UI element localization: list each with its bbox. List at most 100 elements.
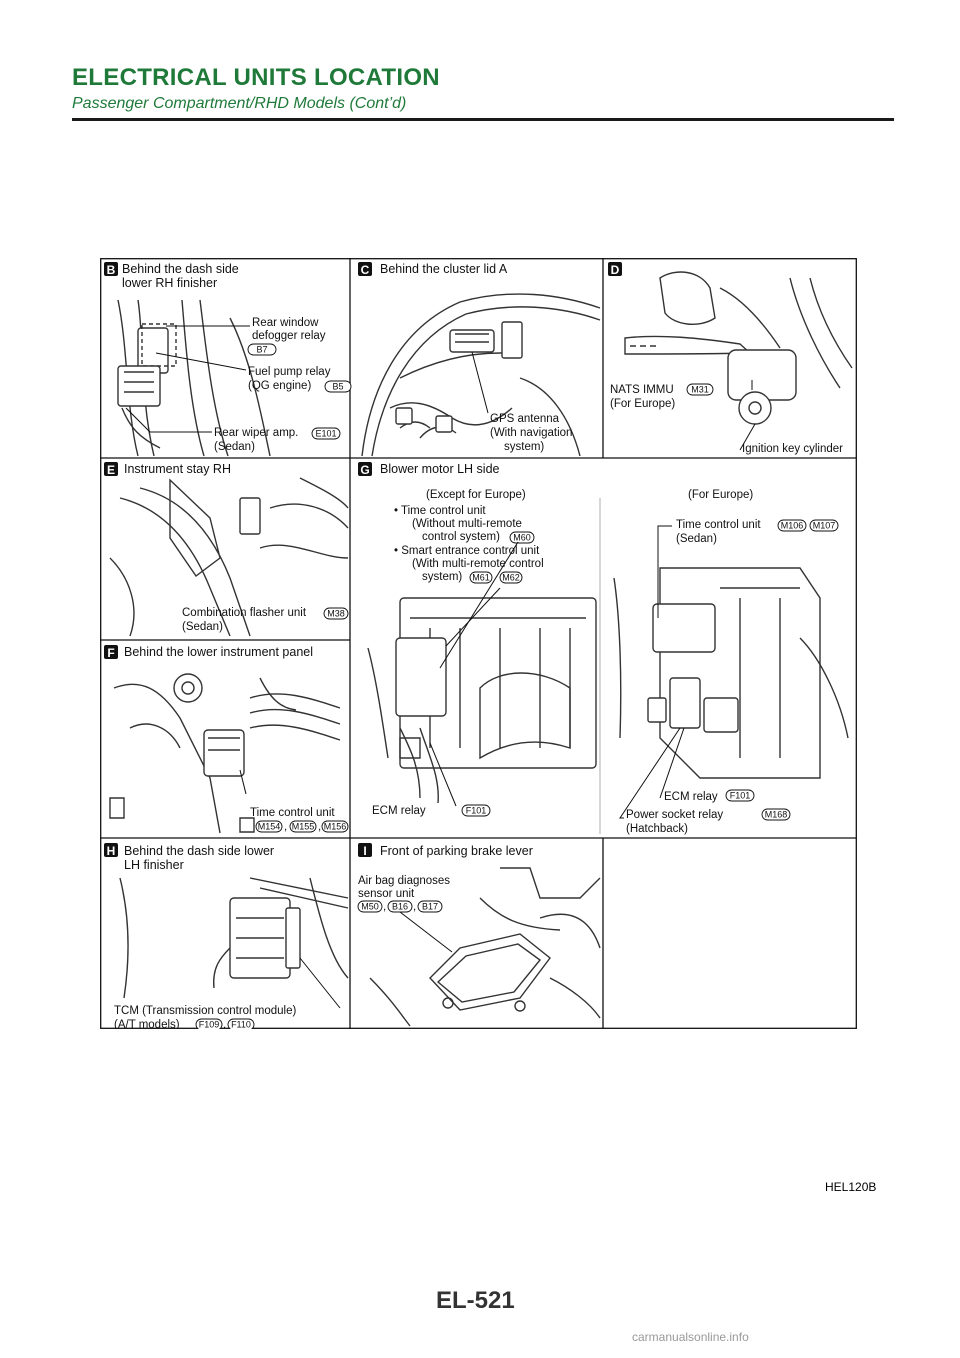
connector-id: B7: [256, 345, 267, 355]
separator: ,: [223, 1019, 226, 1029]
connector-id: M38: [327, 609, 345, 619]
connector-id: M31: [691, 385, 709, 395]
label-line: defogger relay: [252, 330, 326, 342]
panel-letter-badge: [358, 843, 372, 857]
leader-line: [659, 727, 685, 799]
label-line: sensor unit: [358, 888, 415, 900]
connector-badge: [417, 900, 443, 913]
label-line: (With navigation: [490, 427, 572, 439]
connector-id: F110: [231, 1020, 251, 1030]
label-line: Rear wiper amp.: [214, 427, 298, 439]
panel-letter: I: [363, 844, 366, 858]
panel-letter-badge: [104, 462, 118, 476]
panel-letter-badge: [608, 262, 622, 276]
panel-letter: F: [107, 646, 114, 660]
label-line: (Sedan): [182, 621, 223, 633]
label-line: Air bag diagnoses: [358, 875, 450, 887]
blower-right-drawing: [613, 567, 849, 779]
connector-badge: [761, 808, 791, 821]
panel-letter-badge: [104, 262, 118, 276]
panel-letter-badge: [104, 843, 118, 857]
label-line: (Sedan): [214, 441, 255, 453]
connector-id: M155: [292, 822, 315, 832]
panel-letter-badge: [358, 262, 372, 276]
page-subtitle: Passenger Compartment/RHD Models (Cont’d…: [72, 95, 407, 112]
panel-heading: lower RH finisher: [122, 276, 217, 290]
panel-h: H Behind the dash side lower LH finisher…: [104, 843, 349, 1030]
subgroup-heading: (For Europe): [688, 489, 753, 501]
connector-id: M60: [513, 533, 531, 543]
panel-heading: Behind the dash side lower: [124, 844, 274, 858]
connector-id: M107: [813, 521, 836, 531]
blower-left-drawing: [367, 597, 597, 804]
panel-letter: E: [107, 463, 115, 477]
label-line: Rear window: [252, 317, 319, 329]
watermark: carmanualsonline.info: [632, 1330, 749, 1344]
connector-id: M50: [361, 902, 379, 912]
separator: ,: [284, 821, 287, 833]
leader-line: [471, 351, 489, 414]
leader-line: [429, 742, 457, 807]
connector-badge: [321, 820, 349, 833]
connector-id: M62: [502, 573, 520, 583]
label-line: (For Europe): [610, 398, 675, 410]
label-line: Combination flasher unit: [182, 607, 307, 619]
panel-grid: [100, 258, 857, 1029]
connector-badge: [725, 789, 755, 802]
units-location-diagram: B Behind the dash side lower RH finisher…: [100, 258, 857, 1029]
connector-badge: [686, 383, 714, 396]
connector-id: F109: [199, 1020, 220, 1030]
page-title: ELECTRICAL UNITS LOCATION: [72, 64, 440, 91]
finisher-drawing: [117, 299, 271, 457]
leader-line: [619, 727, 681, 819]
label-line: (QG engine): [248, 380, 311, 392]
label-line: ECM relay: [372, 805, 426, 817]
instrument-stay-drawing: [109, 477, 349, 637]
panel-heading: Behind the cluster lid A: [380, 262, 508, 276]
leader-line: [439, 541, 519, 669]
panel-g: G Blower motor LH side (Except for Europ…: [358, 462, 849, 835]
bullet-line: • Time control unit: [394, 505, 486, 517]
connector-badge: [777, 519, 807, 532]
page-number: EL-521: [436, 1287, 515, 1314]
connector-badge: [357, 900, 383, 913]
leader-line: [299, 957, 341, 1009]
bullet-line: (With multi-remote control: [412, 558, 544, 570]
connector-badge: [509, 531, 535, 544]
panel-i: I Front of parking brake lever Air bag d…: [357, 843, 601, 1027]
subgroup-heading: (Except for Europe): [426, 489, 526, 501]
connector-id: M106: [781, 521, 804, 531]
panel-letter: C: [361, 263, 370, 277]
connector-badge: [289, 820, 317, 833]
panel-letter-badge: [104, 645, 118, 659]
connector-badge: [809, 519, 839, 532]
connector-badge: [247, 343, 277, 356]
panel-letter: B: [107, 263, 116, 277]
label-line: GPS antenna: [490, 413, 560, 425]
connector-id: B17: [422, 902, 438, 912]
connector-id: F101: [730, 791, 751, 801]
label-line: Power socket relay: [626, 809, 723, 821]
connector-badge: [227, 1018, 255, 1029]
connector-badge: [195, 1018, 223, 1029]
panel-letter-badge: [358, 462, 372, 476]
steering-column-drawing: [624, 271, 853, 425]
label-line: (Hatchback): [626, 823, 688, 835]
leader-line: [399, 911, 453, 953]
separator: ,: [413, 901, 416, 913]
separator: ,: [383, 901, 386, 913]
bullet-line: • Smart entrance control unit: [394, 545, 540, 557]
label-line: Time control unit: [676, 519, 761, 531]
airbag-unit-drawing: [369, 867, 601, 1027]
connector-id: M154: [258, 822, 281, 832]
panel-c: C Behind the cluster lid A GPS antenna (…: [358, 262, 601, 457]
header-rule: [72, 118, 894, 121]
label-line: TCM (Transmission control module): [114, 1005, 297, 1017]
label-line: Ignition key cylinder: [742, 443, 843, 455]
leader-line: [739, 423, 756, 451]
connector-id: F101: [466, 806, 487, 816]
tcm-drawing: [119, 877, 349, 999]
lower-panel-drawing: [109, 673, 341, 834]
connector-id: M61: [472, 573, 490, 583]
separator: ,: [318, 821, 321, 833]
